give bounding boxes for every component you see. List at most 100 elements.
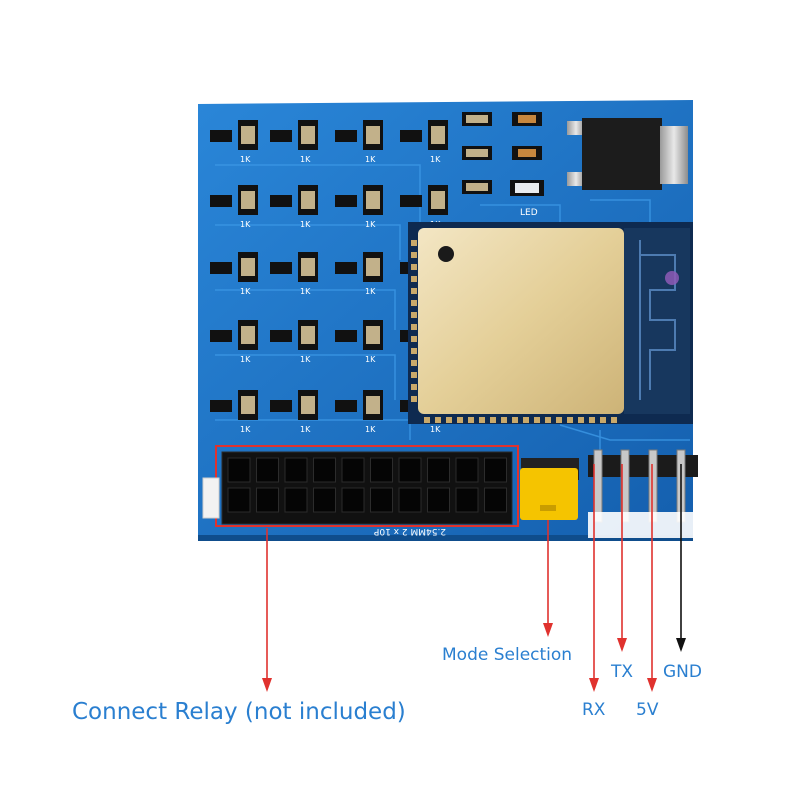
- mode-selection-label: Mode Selection: [442, 645, 573, 665]
- resistor-body: [431, 191, 445, 209]
- module-pad: [468, 417, 474, 423]
- 5v-label: 5V: [636, 700, 659, 720]
- resistor-body: [301, 396, 315, 414]
- module-pad: [411, 324, 417, 330]
- resistor-silkscreen: 1K: [365, 425, 376, 434]
- resistor-body: [241, 326, 255, 344]
- transistor-part: [270, 130, 292, 142]
- header-socket: [341, 487, 365, 513]
- arrow-relay: [262, 528, 272, 692]
- arrow-gnd: [676, 464, 686, 652]
- transistor-part: [335, 400, 357, 412]
- header-socket: [284, 487, 308, 513]
- resistor-body: [366, 191, 380, 209]
- module-pad: [490, 417, 496, 423]
- rx-label: RX: [582, 700, 606, 720]
- led-silkscreen: LED: [520, 208, 538, 218]
- header-socket: [398, 487, 422, 513]
- header-socket: [341, 457, 365, 483]
- header-socket: [427, 457, 450, 483]
- header-socket: [455, 487, 479, 513]
- voltage-regulator: [567, 118, 688, 190]
- transistor-part: [210, 330, 232, 342]
- module-pad: [411, 240, 417, 246]
- module-pad: [411, 348, 417, 354]
- module-pad: [611, 417, 617, 423]
- module-pad: [411, 384, 417, 390]
- module-pad: [411, 300, 417, 306]
- module-pad: [556, 417, 562, 423]
- connect-relay-label: Connect Relay (not included): [72, 699, 406, 725]
- module-pad: [411, 360, 417, 366]
- resistor-silkscreen: 1K: [240, 155, 251, 164]
- header-socket: [455, 457, 479, 483]
- resistor-silkscreen: 1K: [300, 355, 311, 364]
- transistor-part: [400, 195, 422, 207]
- module-pad: [523, 417, 529, 423]
- transistor-part: [335, 195, 357, 207]
- module-pad: [545, 417, 551, 423]
- resistor-silkscreen: 1K: [300, 155, 311, 164]
- transistor-part: [335, 262, 357, 274]
- resistor-silkscreen: 1K: [240, 287, 251, 296]
- relay-connector-header-2x10: 2.54MM 2 x 10P: [221, 451, 513, 536]
- module-pad: [501, 417, 507, 423]
- resistor-body: [366, 258, 380, 276]
- header-socket: [370, 457, 393, 483]
- module-pad: [457, 417, 463, 423]
- transistor-part: [210, 130, 232, 142]
- module-pad: [479, 417, 485, 423]
- resistor-body: [241, 258, 255, 276]
- module-pad: [578, 417, 584, 423]
- transistor-part: [210, 262, 232, 274]
- header-socket: [484, 457, 507, 483]
- transistor-part: [335, 130, 357, 142]
- module-pad: [411, 288, 417, 294]
- resistor-body: [301, 258, 315, 276]
- module-pad: [512, 417, 518, 423]
- tx-label: TX: [611, 662, 634, 682]
- transistor-part: [270, 262, 292, 274]
- header-socket: [370, 487, 393, 513]
- header-socket: [313, 457, 336, 483]
- resistor-silkscreen: 1K: [300, 425, 311, 434]
- resistor-silkscreen: 1K: [365, 155, 376, 164]
- resistor-body: [241, 191, 255, 209]
- resistor-body: [366, 126, 380, 144]
- transistor-part: [270, 400, 292, 412]
- module-pad: [411, 312, 417, 318]
- module-pad: [411, 252, 417, 258]
- mode-selection-jumper: [520, 458, 579, 520]
- module-pad: [435, 417, 441, 423]
- header-socket: [484, 487, 507, 513]
- led-and-resistors: LED: [462, 112, 544, 218]
- transistor-part: [335, 330, 357, 342]
- transistor-part: [210, 195, 232, 207]
- arrow-5v: [647, 464, 657, 692]
- transistor-part: [400, 130, 422, 142]
- header-socket: [256, 457, 279, 483]
- module-pad: [411, 372, 417, 378]
- resistor-silkscreen: 1K: [240, 220, 251, 229]
- transistor-part: [210, 400, 232, 412]
- resistor-silkscreen: 1K: [430, 425, 441, 434]
- resistor-silkscreen: 1K: [365, 220, 376, 229]
- gnd-label: GND: [663, 662, 702, 682]
- resistor-body: [301, 126, 315, 144]
- arrow-rx: [589, 464, 599, 692]
- header-socket: [227, 457, 251, 483]
- module-pad: [411, 396, 417, 402]
- resistor-silkscreen: 1K: [365, 287, 376, 296]
- serial-pin-header: [588, 449, 698, 538]
- module-pad: [446, 417, 452, 423]
- arrow-mode: [543, 520, 553, 637]
- resistor-silkscreen: 1K: [430, 155, 441, 164]
- resistor-body: [366, 396, 380, 414]
- header-socket: [256, 487, 279, 513]
- transistor-part: [270, 195, 292, 207]
- esp-wifi-module: [408, 222, 693, 424]
- module-pad: [424, 417, 430, 423]
- header-socket: [284, 457, 308, 483]
- module-pad: [567, 417, 573, 423]
